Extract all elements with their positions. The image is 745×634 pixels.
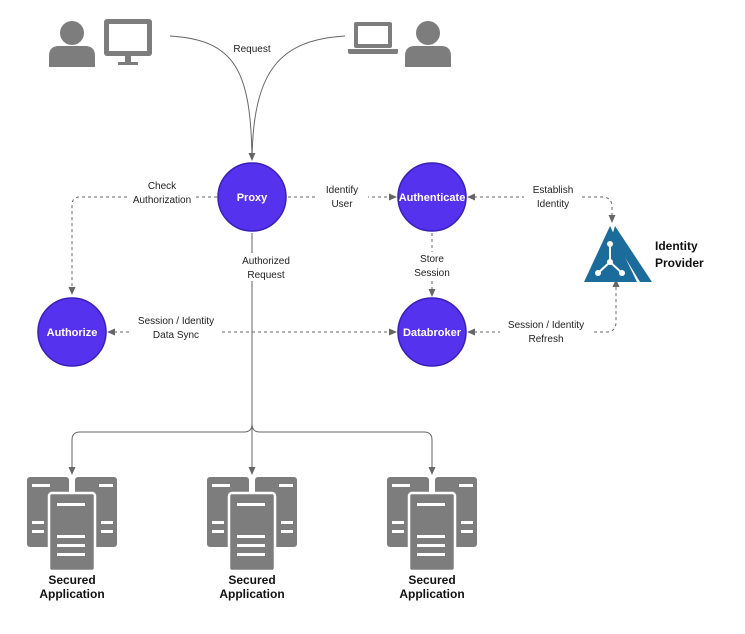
edge-app-right	[251, 423, 436, 475]
label-store-session-2: Session	[414, 268, 450, 279]
application-right-label-1: Secured	[408, 573, 455, 587]
label-identify-user-2: User	[331, 199, 353, 210]
edge-check-authorization	[68, 196, 217, 295]
label-identify-user-1: Identify	[326, 185, 358, 196]
user-icon	[49, 21, 95, 67]
label-session-refresh-1: Session / Identity	[508, 320, 584, 331]
edge-session-refresh	[467, 279, 620, 336]
label-session-refresh-2: Refresh	[528, 334, 563, 345]
label-authorized-request-2: Request	[247, 270, 284, 281]
application-left-label-1: Secured	[48, 573, 95, 587]
proxy-node: Proxy	[217, 162, 287, 232]
identity-provider-label-1: Identity	[655, 239, 698, 253]
identity-provider-label-2: Provider	[655, 256, 704, 270]
authenticate-node: Authenticate	[397, 162, 467, 232]
label-authorized-request-1: Authorized	[242, 256, 290, 267]
edge-app-left	[68, 423, 253, 475]
application-middle: Secured Application	[207, 477, 297, 601]
label-check-authorization-1: Check	[148, 181, 177, 192]
authorize-node: Authorize	[37, 297, 107, 367]
server-stack-icon	[27, 477, 117, 573]
edge-labels: Request Check Authorization Identify Use…	[128, 41, 592, 346]
databroker-label: Databroker	[403, 327, 462, 339]
label-establish-identity-2: Identity	[537, 199, 569, 210]
label-establish-identity-1: Establish	[533, 185, 574, 196]
edges	[68, 35, 620, 475]
label-check-authorization-2: Authorization	[133, 195, 191, 206]
edge-request-from-laptop	[251, 35, 346, 161]
proxy-label: Proxy	[237, 192, 268, 204]
label-store-session-1: Store	[420, 254, 444, 265]
label-session-data-sync-2: Data Sync	[153, 330, 199, 341]
application-left-label-2: Application	[39, 587, 104, 601]
label-session-data-sync-1: Session / Identity	[138, 316, 214, 327]
databroker-node: Databroker	[397, 297, 467, 367]
user-icon	[405, 21, 451, 67]
edge-request-from-desktop	[169, 35, 256, 161]
authenticate-label: Authenticate	[399, 192, 466, 204]
application-right: Secured Application	[387, 477, 477, 601]
server-stack-icon	[207, 477, 297, 573]
application-middle-label-2: Application	[219, 587, 284, 601]
label-request: Request	[233, 44, 270, 55]
server-stack-icon	[387, 477, 477, 573]
desktop-monitor-icon	[104, 19, 152, 65]
identity-provider-logo-icon	[584, 226, 652, 282]
edge-establish-identity	[467, 193, 616, 223]
laptop-icon	[348, 22, 398, 54]
application-right-label-2: Application	[399, 587, 464, 601]
authorize-label: Authorize	[47, 327, 98, 339]
application-middle-label-1: Secured	[228, 573, 275, 587]
application-left: Secured Application	[27, 477, 117, 601]
